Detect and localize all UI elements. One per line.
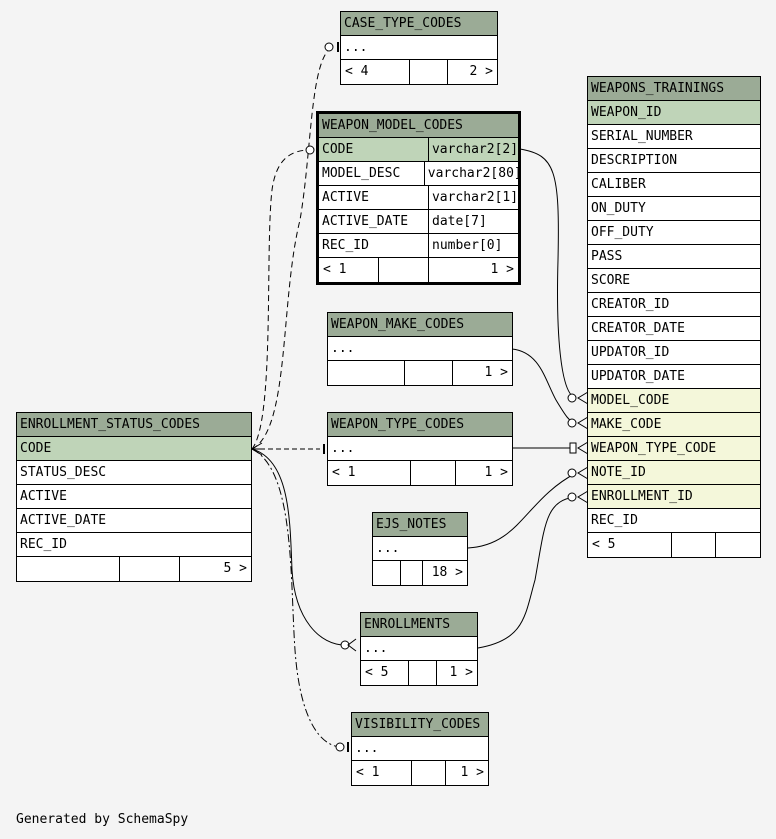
parents-count[interactable]: < 1 bbox=[352, 761, 412, 785]
column-ellipsis: ... bbox=[364, 641, 388, 656]
column-name: WEAPON_ID bbox=[591, 105, 662, 120]
rel-visibility bbox=[251, 448, 341, 748]
columns-count bbox=[672, 533, 716, 557]
column-name: UPDATOR_ID bbox=[591, 345, 670, 360]
children-count[interactable]: 18 > bbox=[431, 565, 463, 580]
column-name: ACTIVE bbox=[319, 186, 429, 209]
columns-count bbox=[405, 361, 453, 385]
column-type: varchar2[2] bbox=[431, 142, 518, 157]
rel-enrollment-id bbox=[477, 496, 577, 649]
children-count[interactable]: 1 > bbox=[449, 665, 473, 680]
table-title: WEAPON_MODEL_CODES bbox=[319, 114, 518, 138]
column-name: CALIBER bbox=[591, 177, 646, 192]
columns-count bbox=[411, 461, 456, 485]
column-type: number[0] bbox=[432, 238, 503, 253]
table-title: ENROLLMENT_STATUS_CODES bbox=[17, 413, 251, 437]
children-count[interactable] bbox=[716, 533, 760, 557]
column-name: STATUS_DESC bbox=[20, 465, 107, 480]
table-title: WEAPON_MAKE_CODES bbox=[328, 313, 512, 337]
table-weapons-trainings[interactable]: WEAPONS_TRAININGS WEAPON_ID SERIAL_NUMBE… bbox=[587, 76, 761, 558]
table-title: CASE_TYPE_CODES bbox=[341, 12, 497, 36]
table-ejs-notes[interactable]: EJS_NOTES ... 18 > bbox=[372, 512, 468, 586]
column-name: SCORE bbox=[591, 273, 631, 288]
rel-weapon-model bbox=[251, 149, 311, 450]
column-name: REC_ID bbox=[591, 513, 638, 528]
children-count[interactable]: 5 > bbox=[223, 561, 247, 576]
column-name: ACTIVE bbox=[20, 489, 67, 504]
columns-count bbox=[412, 761, 446, 785]
column-name: ACTIVE_DATE bbox=[20, 513, 107, 528]
parents-count[interactable]: < 5 bbox=[588, 533, 672, 557]
columns-count bbox=[409, 661, 437, 685]
column-name: MODEL_DESC bbox=[319, 162, 425, 185]
column-name: PASS bbox=[591, 249, 623, 264]
column-name: DESCRIPTION bbox=[591, 153, 678, 168]
column-ellipsis: ... bbox=[376, 541, 400, 556]
rel-enrollments-status bbox=[251, 448, 346, 646]
table-weapon-type-codes[interactable]: WEAPON_TYPE_CODES ... < 1 1 > bbox=[327, 412, 513, 486]
generated-by-label: Generated by SchemaSpy bbox=[16, 812, 189, 827]
column-name: ENROLLMENT_ID bbox=[591, 489, 693, 504]
column-name: ACTIVE_DATE bbox=[319, 210, 429, 233]
table-visibility-codes[interactable]: VISIBILITY_CODES ... < 1 1 > bbox=[351, 712, 489, 786]
columns-count bbox=[379, 258, 429, 282]
columns-count bbox=[410, 60, 448, 84]
rel-model-code bbox=[519, 148, 577, 399]
parents-count[interactable]: < 1 bbox=[319, 258, 379, 282]
parents-count[interactable] bbox=[328, 361, 405, 385]
children-count[interactable]: 1 > bbox=[490, 262, 514, 277]
column-name: UPDATOR_DATE bbox=[591, 369, 685, 384]
column-name: CREATOR_DATE bbox=[591, 321, 685, 336]
column-name: MAKE_CODE bbox=[591, 417, 662, 432]
parents-count[interactable] bbox=[373, 561, 401, 585]
column-ellipsis: ... bbox=[344, 40, 368, 55]
children-count[interactable]: 1 > bbox=[484, 465, 508, 480]
column-name: CODE bbox=[319, 138, 429, 161]
column-name: SERIAL_NUMBER bbox=[591, 129, 693, 144]
column-type: date[7] bbox=[432, 214, 487, 229]
column-name: CODE bbox=[20, 441, 52, 456]
table-weapon-make-codes[interactable]: WEAPON_MAKE_CODES ... 1 > bbox=[327, 312, 513, 386]
column-name: CREATOR_ID bbox=[591, 297, 670, 312]
children-count[interactable]: 1 > bbox=[460, 765, 484, 780]
column-ellipsis: ... bbox=[355, 741, 379, 756]
parents-count[interactable]: < 1 bbox=[328, 461, 411, 485]
column-ellipsis: ... bbox=[331, 341, 355, 356]
columns-count bbox=[401, 561, 423, 585]
columns-count bbox=[120, 557, 180, 581]
children-count[interactable]: 1 > bbox=[484, 365, 508, 380]
column-name: MODEL_CODE bbox=[591, 393, 670, 408]
table-title: WEAPON_TYPE_CODES bbox=[328, 413, 512, 437]
column-name: OFF_DUTY bbox=[591, 225, 654, 240]
children-count[interactable]: 2 > bbox=[469, 64, 493, 79]
column-name: NOTE_ID bbox=[591, 465, 646, 480]
column-type: varchar2[1] bbox=[431, 190, 518, 205]
table-case-type-codes[interactable]: CASE_TYPE_CODES ... < 4 2 > bbox=[340, 11, 498, 85]
table-enrollments[interactable]: ENROLLMENTS ... < 5 1 > bbox=[360, 612, 478, 686]
parents-count[interactable]: < 5 bbox=[361, 661, 409, 685]
column-name: REC_ID bbox=[319, 234, 429, 257]
column-name: ON_DUTY bbox=[591, 201, 646, 216]
column-name: REC_ID bbox=[20, 537, 67, 552]
table-title: VISIBILITY_CODES bbox=[352, 713, 488, 737]
table-title: EJS_NOTES bbox=[373, 513, 467, 537]
table-enrollment-status-codes[interactable]: ENROLLMENT_STATUS_CODES CODE STATUS_DESC… bbox=[16, 412, 252, 582]
parents-count[interactable]: < 4 bbox=[341, 60, 410, 84]
rel-note-id bbox=[467, 472, 577, 549]
column-ellipsis: ... bbox=[331, 441, 355, 456]
parents-count[interactable] bbox=[17, 557, 120, 581]
table-title: ENROLLMENTS bbox=[361, 613, 477, 637]
table-title: WEAPONS_TRAININGS bbox=[588, 77, 760, 101]
column-name: WEAPON_TYPE_CODE bbox=[591, 441, 717, 456]
column-type: varchar2[80] bbox=[427, 166, 518, 181]
